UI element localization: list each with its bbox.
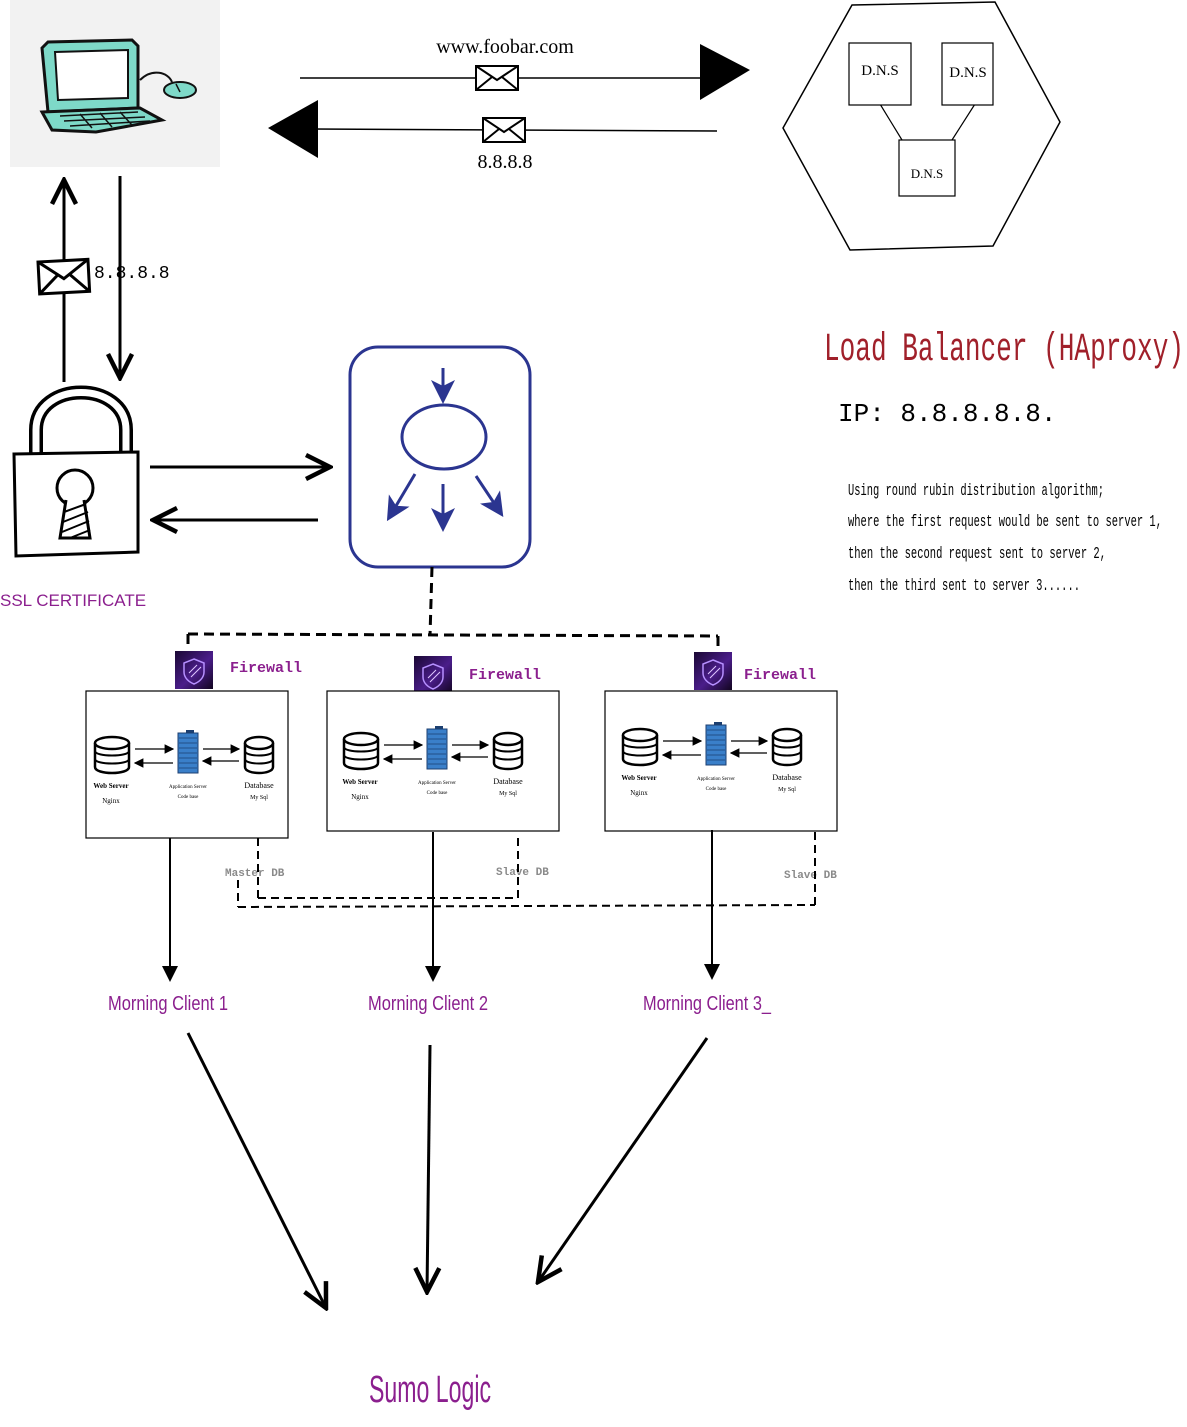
lb-description-line-1: Using round rubin distribution algorithm… [848, 482, 1104, 501]
envelope-icon [475, 65, 519, 91]
web-server-icon [342, 731, 380, 771]
app-server-icon [177, 730, 199, 774]
lb-description-line-4: then the third sent to server 3...... [848, 577, 1080, 596]
firewall-icon [694, 652, 732, 690]
db-role-label: Slave DB [784, 870, 837, 882]
db-replication-lines [237, 832, 816, 908]
database-icon [771, 727, 803, 767]
web-server-label: Web Server [621, 774, 656, 782]
lb-description-line-2: where the first request would be sent to… [848, 513, 1162, 532]
envelope-icon [482, 117, 526, 143]
monitoring-label: Sumo Logic [369, 1369, 491, 1411]
client-label: Morning Client 2 [368, 993, 488, 1015]
app-server-label: Application Server [418, 781, 456, 786]
lb-distribution-lines [186, 566, 720, 650]
server-client-arrows [162, 830, 720, 982]
database-icon [492, 731, 524, 771]
db-role-label: Slave DB [496, 867, 549, 879]
database-icon [243, 735, 275, 775]
lb-description-line-3: then the second request sent to server 2… [848, 545, 1106, 564]
database-sub-label: My Sql [499, 791, 517, 797]
dns-request-label: www.foobar.com [436, 36, 574, 58]
database-sub-label: My Sql [250, 795, 268, 801]
client-label: Morning Client 1 [108, 993, 228, 1015]
database-sub-label: My Sql [778, 787, 796, 793]
firewall-label: Firewall [230, 660, 302, 677]
web-server-sub-label: Nginx [102, 797, 120, 805]
dns-response-label: 8.8.8.8 [478, 151, 533, 173]
database-label: Database [772, 773, 802, 782]
dns-node-2: D.N.S [949, 65, 987, 81]
db-role-label: Master DB [225, 868, 285, 880]
firewall-icon [175, 651, 213, 689]
load-balancer-title: Load Balancer (HAproxy) [824, 328, 1184, 373]
firewall-icon [414, 656, 452, 694]
web-server-label: Web Server [342, 778, 377, 786]
web-server-label: Web Server [93, 782, 128, 790]
dns-cluster [782, 1, 1061, 251]
app-server-label: Application Server [697, 777, 735, 782]
dns-node-3: D.N.S [911, 166, 944, 181]
web-server-icon [93, 735, 131, 775]
laptop-icon [10, 0, 220, 167]
database-label: Database [244, 781, 274, 790]
firewall-label: Firewall [744, 667, 816, 684]
ssl-lb-arrows [150, 467, 330, 520]
dns-node-1: D.N.S [861, 63, 899, 79]
web-server-icon [621, 727, 659, 767]
load-balancer-icon [348, 345, 532, 569]
ssl-label: SSL CERTIFICATE [0, 591, 146, 610]
app-server-sub-label: Code base [427, 791, 448, 796]
padlock-icon [12, 385, 140, 558]
app-server-label: Application Server [169, 785, 207, 790]
client-label: Morning Client 3_ [643, 993, 772, 1015]
client-monitoring-arrows [186, 1032, 709, 1308]
firewall-label: Firewall [469, 667, 541, 684]
web-server-sub-label: Nginx [630, 789, 648, 797]
app-server-sub-label: Code base [706, 787, 727, 792]
app-server-sub-label: Code base [178, 795, 199, 800]
client-response-label: 8.8.8.8 [94, 264, 170, 284]
database-label: Database [493, 777, 523, 786]
app-server-icon [426, 726, 448, 770]
app-server-icon [705, 722, 727, 766]
envelope-icon [36, 257, 92, 296]
load-balancer-ip: IP: 8.8.8.8.8. [838, 399, 1056, 429]
web-server-sub-label: Nginx [351, 793, 369, 801]
